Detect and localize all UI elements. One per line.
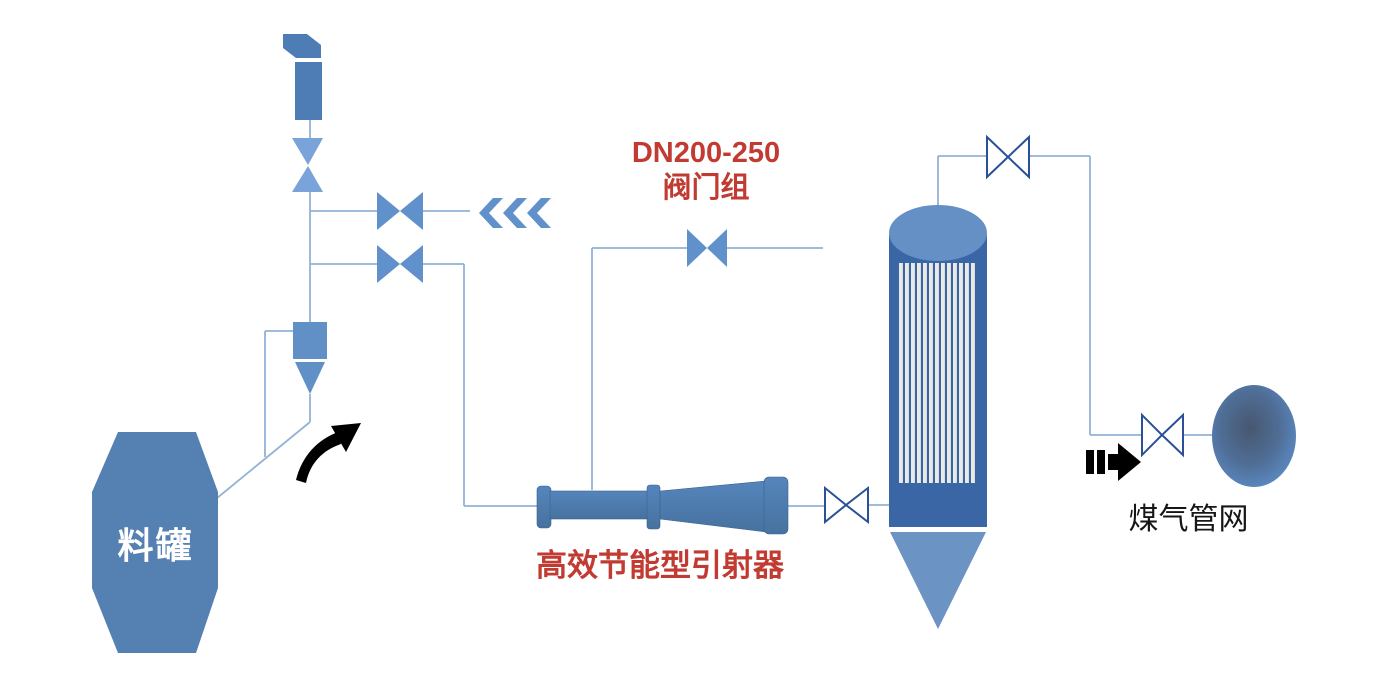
tube [971,263,975,483]
top-valve-right [1006,134,1030,180]
ejector-label: 高效节能型引射器 [536,548,784,583]
dn-valve-right [707,229,727,267]
isolation-valve-2 [377,245,423,283]
valve1-right [400,192,423,230]
isolation-valve-1 [377,192,423,230]
outlet-valve-left [824,485,848,525]
arrow-bar-1 [1086,450,1094,474]
valve-group-label: DN200-250 阀门组 [566,136,846,206]
flow-chevrons-icon [479,198,551,228]
valve2-left [377,245,400,283]
chevron-3 [527,198,551,228]
network-valve-left [1141,412,1164,458]
vent-cap [283,34,321,58]
tube [959,263,963,483]
hopper-body [293,322,327,359]
feed-hopper [293,322,327,394]
ejector-mid-flange [646,484,661,530]
gas-network-label: 煤气管网 [1128,503,1249,536]
vent-valve-top-triangle [292,138,323,165]
tube [965,263,969,483]
tank-label: 料罐 [117,525,194,566]
material-tank [92,432,218,653]
ejector [536,476,789,535]
chevron-1 [479,198,503,228]
pipe-lines [210,120,1213,507]
tube [935,263,939,483]
tube [911,263,915,483]
tube [923,263,927,483]
network-valve-right [1160,412,1184,458]
chevron-2 [503,198,527,228]
vent-pipe [295,62,322,120]
arrow-body [1108,454,1120,470]
network-valve [1141,412,1184,458]
valve2-right [400,245,423,283]
valve-group-label-line2: 阀门组 [662,172,750,204]
valve-group-label-line1: DN200-250 [631,137,781,169]
valve-group-valve [687,229,727,267]
ejector-right-flange [763,476,789,535]
arrow-bar-2 [1097,450,1105,474]
tube [917,263,921,483]
valve1-left [377,192,400,230]
curved-arrow-icon [296,423,361,483]
hopper-cone [295,362,325,394]
tube [941,263,945,483]
tube [929,263,933,483]
vessel-top-valve [986,134,1030,180]
ejector-outlet-valve [824,485,869,525]
vessel-top-head [889,205,987,261]
gas-network-sphere [1212,385,1296,487]
ejector-tube [549,490,652,520]
tube [899,263,903,483]
flow-arrow-icon [1086,443,1141,481]
arrow-head [1118,443,1141,481]
vent-valve [292,138,323,192]
vent-valve-bottom-triangle [292,166,323,192]
tube [905,263,909,483]
top-valve-left [986,134,1010,180]
curved-arrow-body [296,432,341,483]
vessel-tube-bundle [899,263,975,483]
tube-filter-vessel [889,205,987,629]
ejector-diffuser [659,480,767,533]
tube [947,263,951,483]
dn-valve-left [687,229,707,267]
vent-stack [283,34,322,120]
outlet-valve-right [844,485,869,525]
vessel-cone [890,532,986,629]
tube [953,263,957,483]
pipe-diagonal-to-tank [210,421,311,504]
curved-arrow-head [331,423,361,452]
ejector-left-flange [536,485,552,529]
